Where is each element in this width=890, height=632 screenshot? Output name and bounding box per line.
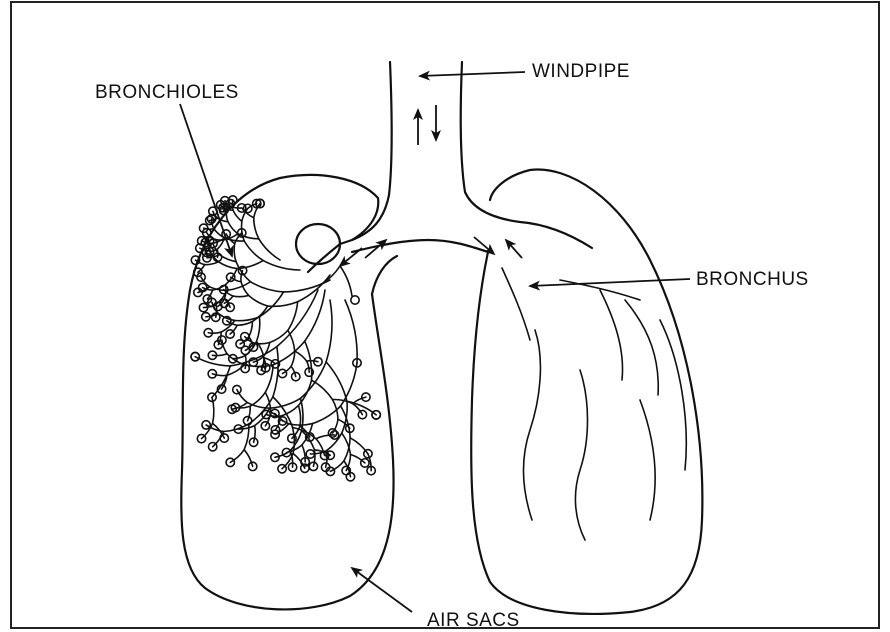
bronchiole-branch	[284, 280, 330, 292]
bronchiole-branch	[259, 239, 280, 260]
alveolus-circle	[296, 224, 340, 264]
bronchiole-branch	[244, 241, 263, 261]
bronchiole-branch	[270, 330, 288, 342]
bronchiole-branch	[261, 358, 264, 371]
bronchiole-branch	[273, 347, 278, 397]
air-sacs-leader	[352, 568, 412, 612]
airflow-arrows	[340, 105, 522, 266]
windpipe-leader	[420, 72, 525, 76]
bronchiole-branch	[250, 282, 283, 292]
bronchiole-branch	[254, 218, 259, 239]
bronchiole-branch	[230, 347, 277, 366]
windpipe-label: WINDPIPE	[532, 61, 630, 82]
bronchiole-branch	[293, 427, 295, 453]
bronchiole-branch	[231, 206, 242, 208]
bronchus-label: BRONCHUS	[696, 269, 809, 290]
bronchiole-branch	[234, 244, 236, 262]
bronchiole-branch	[295, 351, 307, 361]
bronchiole-branch	[230, 450, 244, 463]
bronchiole-branch	[340, 266, 352, 296]
bronchus-leader	[530, 279, 690, 286]
bronchiole-branch	[227, 282, 250, 291]
air-sac	[351, 296, 359, 304]
bronchiole-branch	[293, 454, 305, 469]
bronchiole-branch	[345, 300, 357, 363]
bronchiole-branch	[307, 361, 309, 372]
bronchiole-branch	[298, 405, 300, 425]
airflow-arrow-left	[340, 248, 362, 266]
air-sacs-label: AIR SACS	[427, 610, 520, 631]
bronchus-branches	[308, 240, 530, 340]
bronchiole-branch	[249, 295, 268, 306]
bronchiole-tree	[191, 196, 380, 481]
bronchioles-label: BRONCHIOLES	[95, 82, 239, 103]
bronchiole-branch	[242, 221, 245, 241]
bronchiole-branch	[249, 322, 253, 337]
bronchiole-branch	[248, 406, 251, 421]
right-lung-outline	[471, 170, 702, 614]
bronchiole-branch	[256, 317, 259, 342]
bronchiole-branch	[233, 356, 245, 359]
airflow-arrow-right-bronchus-out	[506, 240, 522, 258]
bronchiole-branch	[254, 426, 256, 443]
bronchiole-branch	[263, 261, 300, 270]
bronchiole-branch	[326, 300, 332, 362]
bronchiole-branch	[298, 380, 311, 405]
bronchiole-branch	[232, 200, 233, 210]
bronchiole-branch	[277, 290, 318, 347]
right-lung-contours	[523, 280, 686, 540]
windpipe-shape	[340, 62, 592, 248]
bronchiole-branch	[341, 363, 357, 406]
bronchiole-branch	[212, 354, 227, 356]
bronchiole-branch	[307, 361, 318, 362]
bronchiole-branch	[195, 357, 230, 366]
bronchiole-branch	[233, 295, 249, 296]
bronchiole-branch	[237, 322, 252, 326]
bronchiole-branch	[208, 332, 221, 333]
bronchiole-branch	[300, 362, 326, 399]
bronchiole-branch	[219, 262, 237, 269]
bronchioles-leader	[180, 104, 232, 256]
bronchiole-branch	[245, 365, 274, 367]
bronchiole-branch	[270, 398, 301, 408]
bronchiole-branch	[237, 390, 247, 403]
bronchiole-branch	[212, 374, 227, 376]
